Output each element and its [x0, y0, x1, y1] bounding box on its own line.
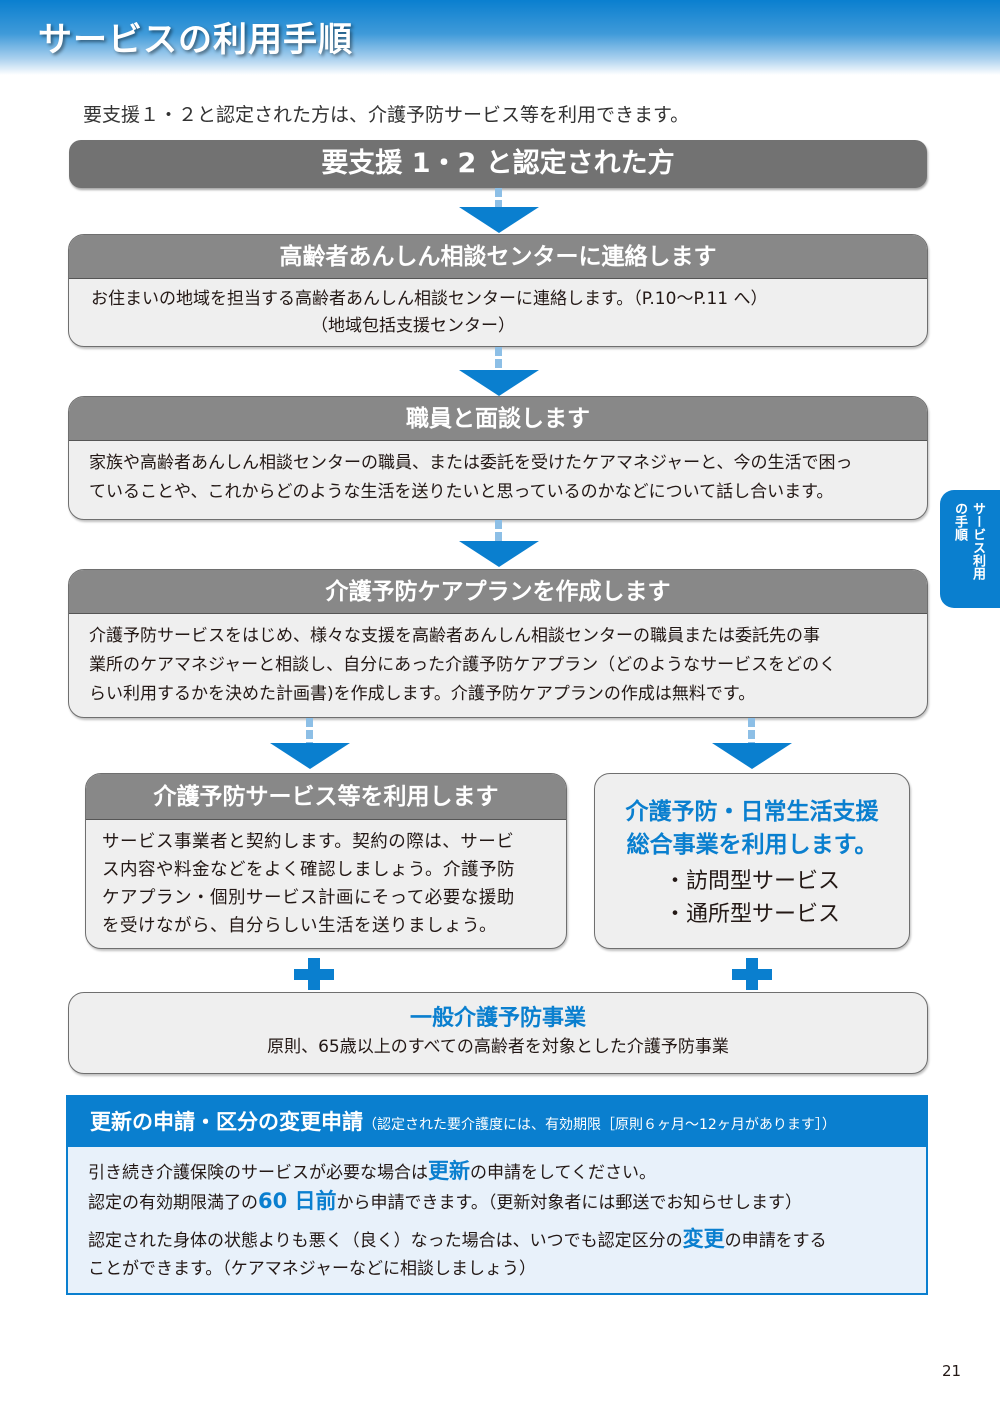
step-interview: 職員と面談します 家族や高齢者あんしん相談センターの職員、または委託を受けたケア…	[68, 396, 928, 520]
renewal-text: ことができます。（ケアマネジャーなどに相談しましょう）	[88, 1259, 536, 1279]
flow-connector	[306, 718, 313, 744]
card-preventive-services: 介護予防サービス等を利用します サービス事業者と契約します。契約の際は、サービ …	[85, 773, 567, 949]
step-text: 業所のケアマネジャーと相談し、自分にあった介護予防ケアプラン（どのようなサービス…	[89, 655, 837, 675]
card-title: 総合事業を利用します。	[626, 832, 878, 858]
flow-connector	[495, 347, 502, 373]
page-title: サービスの利用手順	[38, 20, 353, 60]
step-text: 家族や高齢者あんしん相談センターの職員、または委託を受けたケアマネジャーと、今の…	[89, 453, 853, 473]
card-text: サービス事業者と契約します。契約の際は、サービ	[102, 832, 515, 852]
side-tab-label: の手順	[952, 502, 967, 541]
flow-connector	[748, 718, 755, 744]
step-text: 介護予防サービスをはじめ、様々な支援を高齢者あんしん相談センターの職員または委託…	[89, 626, 820, 646]
card-text: ケアプラン・個別サービス計画にそって必要な援助	[102, 888, 515, 908]
card-comprehensive-program: 介護予防・日常生活支援 総合事業を利用します。 ・訪問型サービス ・通所型サービ…	[594, 773, 910, 949]
header-band: サービスの利用手順	[0, 0, 1000, 75]
renewal-note: （認定された要介護度には、有効期限［原則６ヶ月〜12ヶ月があります］）	[363, 1117, 836, 1133]
intro-text: 要支援１・２と認定された方は、介護予防サービス等を利用できます。	[83, 104, 690, 126]
step-text: お住まいの地域を担当する高齢者あんしん相談センターに連絡します。（P.10〜P.…	[91, 289, 768, 309]
down-arrow-icon	[270, 743, 350, 769]
general-text: 原則、65歳以上のすべての高齢者を対象とした介護予防事業	[267, 1037, 729, 1057]
highlight-renewal: 更新	[428, 1159, 470, 1183]
down-arrow-icon	[712, 743, 792, 769]
down-arrow-icon	[459, 207, 539, 233]
highlight-60-days: 60 日前	[258, 1189, 337, 1213]
service-item: ・訪問型サービス	[663, 869, 840, 894]
page-number: 21	[942, 1362, 962, 1380]
section-index-tab[interactable]: サービス利用 の手順	[940, 490, 1000, 608]
card-title: 介護予防・日常生活支援	[625, 799, 879, 825]
step-care-plan: 介護予防ケアプランを作成します 介護予防サービスをはじめ、様々な支援を高齢者あん…	[68, 569, 928, 718]
card-title: 介護予防サービス等を利用します	[86, 774, 566, 820]
step-text: らい利用するかを決めた計画書)を作成します。介護予防ケアプランの作成は無料です。	[89, 684, 756, 704]
step-contact-center: 高齢者あんしん相談センターに連絡します お住まいの地域を担当する高齢者あんしん相…	[68, 234, 928, 347]
service-item: ・通所型サービス	[663, 902, 840, 927]
plus-icon	[732, 958, 772, 990]
step-text: ていることや、これからどのような生活を送りたいと思っているのかなどについて話し合…	[89, 482, 834, 502]
highlight-change: 変更	[682, 1227, 725, 1251]
card-general-prevention: 一般介護予防事業 原則、65歳以上のすべての高齢者を対象とした介護予防事業	[68, 992, 928, 1074]
renewal-title: 更新の申請・区分の変更申請	[90, 1110, 363, 1134]
renewal-info-box: 更新の申請・区分の変更申請（認定された要介護度には、有効期限［原則６ヶ月〜12ヶ…	[66, 1095, 928, 1295]
renewal-text: 認定の有効期限満了の60 日前から申請できます。（更新対象者には郵送でお知らせし…	[88, 1189, 803, 1213]
card-text: ス内容や料金などをよく確認しましょう。介護予防	[102, 860, 515, 880]
card-text: を受けながら、自分らしい生活を送りましょう。	[102, 916, 497, 936]
plus-icon	[294, 958, 334, 990]
down-arrow-icon	[459, 370, 539, 396]
flow-connector	[495, 188, 502, 212]
step-title: 介護予防ケアプランを作成します	[69, 570, 927, 614]
eligibility-banner: 要支援 1・2 と認定された方	[69, 140, 927, 188]
down-arrow-icon	[459, 541, 539, 567]
renewal-text: 認定された身体の状態よりも悪く（良く）なった場合は、いつでも認定区分の変更の申請…	[88, 1227, 827, 1251]
step-title: 高齢者あんしん相談センターに連絡します	[69, 235, 927, 279]
general-title: 一般介護予防事業	[409, 1006, 586, 1031]
side-tab-label: サービス利用	[970, 502, 985, 580]
step-text: （地域包括支援センター）	[311, 316, 515, 336]
flow-connector	[495, 520, 502, 544]
step-title: 職員と面談します	[69, 397, 927, 441]
renewal-text: 引き続き介護保険のサービスが必要な場合は更新の申請をしてください。	[88, 1159, 656, 1183]
